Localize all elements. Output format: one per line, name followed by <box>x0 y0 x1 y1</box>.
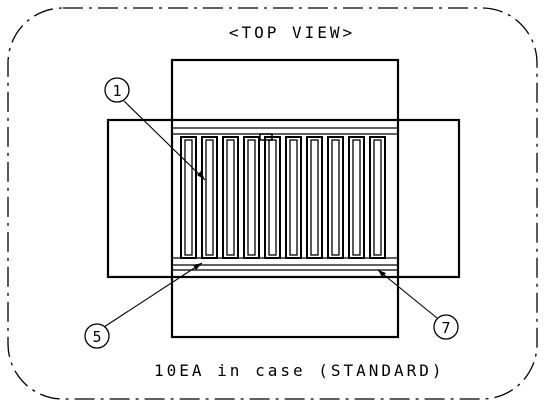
callout-label-5: 5 <box>92 328 101 346</box>
slot-inner-2 <box>205 139 214 256</box>
slot-4 <box>243 136 260 259</box>
slot-5 <box>264 136 281 259</box>
slot-inner-8 <box>331 139 340 256</box>
leader-arrow-1 <box>197 171 205 180</box>
case-horizontal-body <box>106 118 461 279</box>
leader-arrow-7 <box>378 270 386 277</box>
slot-3 <box>222 136 239 259</box>
bottom-rail <box>172 257 398 271</box>
top-rail <box>172 127 398 135</box>
view-title: <TOP VIEW> <box>229 23 355 42</box>
quantity-caption: 10EA in case (STANDARD) <box>154 361 445 380</box>
callout-circle-1 <box>104 77 130 103</box>
slot-inner-5 <box>268 139 277 256</box>
callout-label-1: 1 <box>112 82 121 100</box>
leader-line-5 <box>103 262 203 328</box>
callout-label-7: 7 <box>441 319 450 337</box>
leader-line-7 <box>377 269 438 319</box>
slot-inner-1 <box>184 139 193 256</box>
callout-5: 5 <box>84 262 203 349</box>
slot-8 <box>327 136 344 259</box>
slot-6 <box>285 136 302 259</box>
leader-arrow-5 <box>193 263 202 270</box>
leader-line-1 <box>123 100 206 181</box>
slot-inner-9 <box>352 139 361 256</box>
slot-9 <box>348 136 365 259</box>
slot-7 <box>306 136 323 259</box>
dash-dot-boundary <box>7 7 538 400</box>
slot-inner-10 <box>373 139 382 256</box>
slot-inner-4 <box>247 139 256 256</box>
slot-2 <box>201 136 218 259</box>
slot-inner-3 <box>226 139 235 256</box>
slot-1 <box>180 136 197 259</box>
slot-group <box>180 136 386 259</box>
slot-inner-6 <box>289 139 298 256</box>
callout-circle-7 <box>433 314 459 340</box>
callout-1: 1 <box>104 77 206 181</box>
slot-inner-7 <box>310 139 319 256</box>
slot-10 <box>369 136 386 259</box>
callout-7: 7 <box>377 269 459 340</box>
callout-circle-5 <box>84 323 110 349</box>
case-vertical-body <box>170 58 400 339</box>
